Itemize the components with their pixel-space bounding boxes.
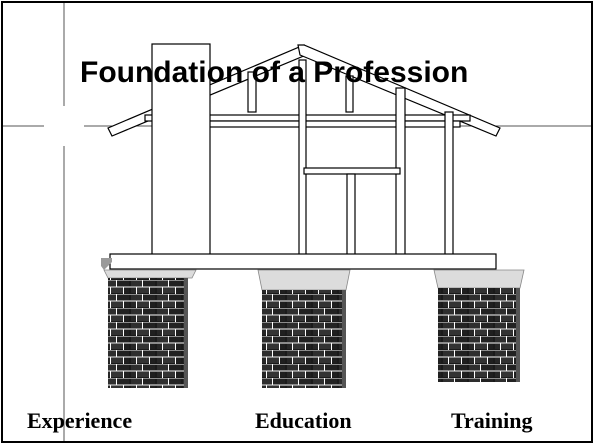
pillar-label-education: Education [255, 408, 352, 433]
pillar-label-experience: Experience [27, 408, 133, 433]
pillar-label-training: Training [451, 408, 533, 433]
house-frame-icon [107, 43, 501, 270]
lens-flare-icon [44, 106, 84, 146]
slide-title: Foundation of a Profession [80, 56, 469, 89]
brick-pillar-icon [108, 278, 520, 388]
pillar-caps [101, 258, 525, 291]
